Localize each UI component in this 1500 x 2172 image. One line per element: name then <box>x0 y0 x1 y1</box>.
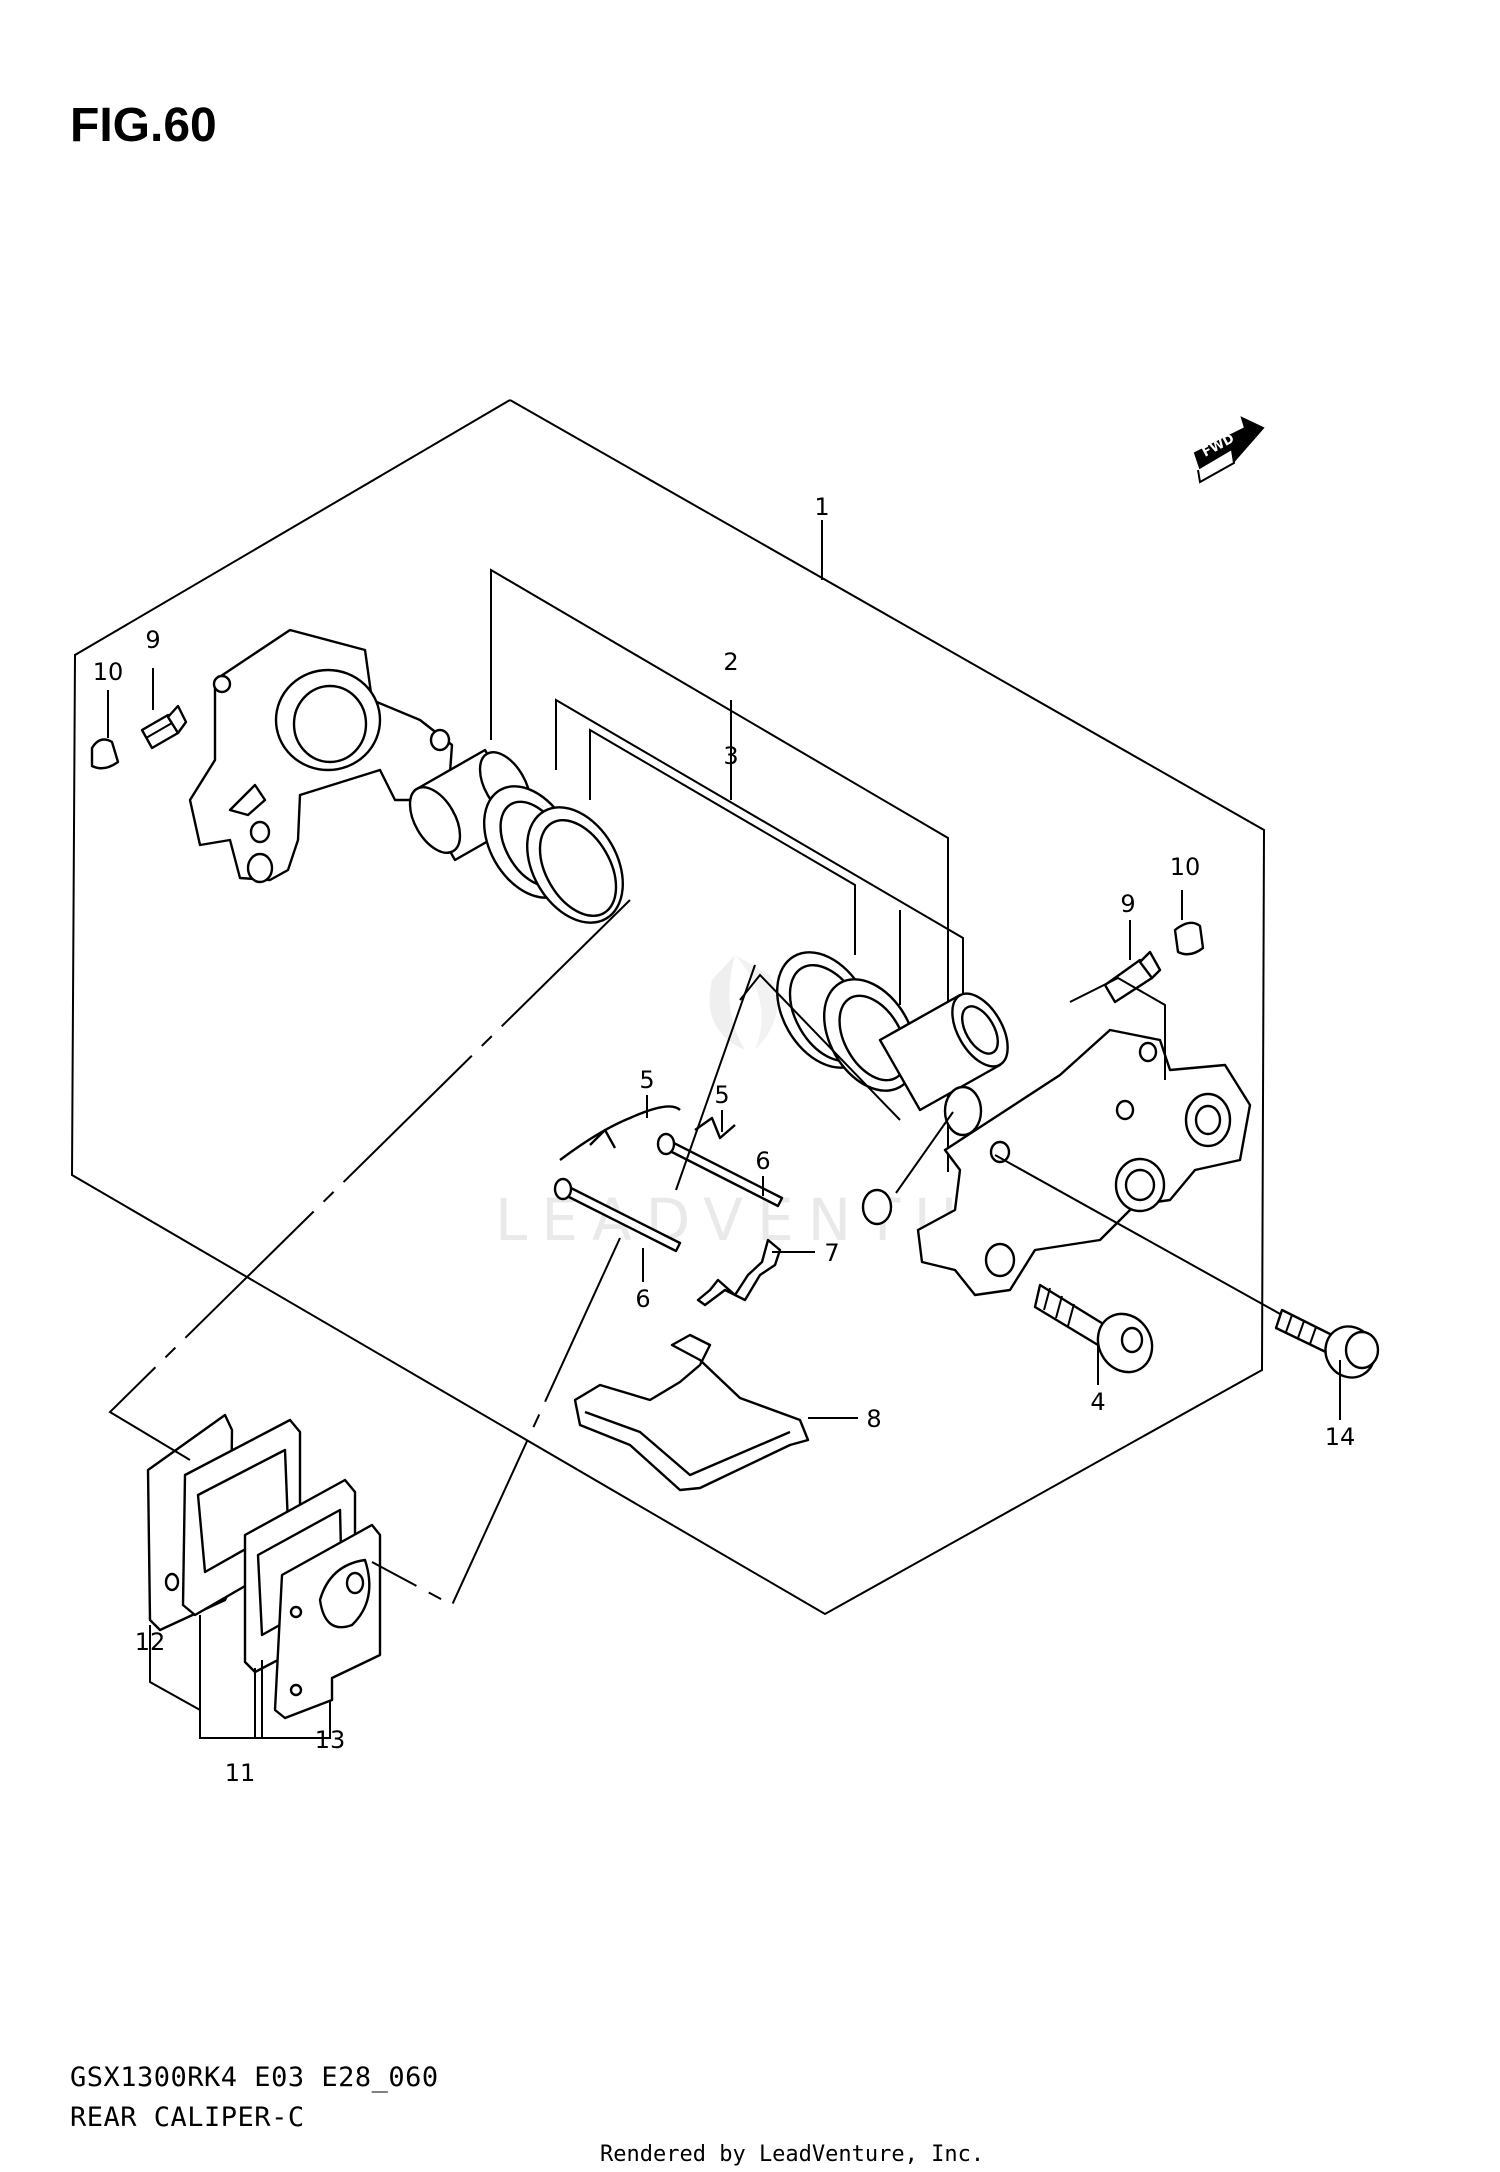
alignment-line-upper <box>108 899 631 1461</box>
axis-line-14 <box>994 1154 1283 1316</box>
callout-3: 3 <box>723 742 738 770</box>
bleeder-cap-right <box>1173 921 1205 956</box>
alignment-line-clip <box>675 964 756 1191</box>
pad-shim-13 <box>273 1523 382 1720</box>
pad-pin-lower <box>553 1177 682 1253</box>
leader-group-11-12-13 <box>149 1625 331 1739</box>
alignment-line-lower <box>371 1237 621 1607</box>
callout-5a: 5 <box>639 1066 654 1094</box>
callout-8: 8 <box>866 1405 881 1433</box>
bolt-14 <box>1274 1308 1380 1379</box>
callout-13: 13 <box>315 1726 346 1754</box>
pad-pin-upper <box>656 1132 784 1208</box>
section-name: REAR CALIPER-C <box>70 2102 305 2133</box>
leader-washer <box>895 1111 954 1194</box>
fwd-arrow-icon: FWD <box>1193 416 1265 484</box>
bleeder-cap-left <box>90 738 120 770</box>
pad-clip-right <box>694 1116 736 1140</box>
callout-12: 12 <box>135 1628 166 1656</box>
callout-4: 4 <box>1090 1388 1105 1416</box>
callout-9-left: 9 <box>145 626 160 654</box>
pad-spring-7 <box>696 1238 782 1307</box>
caliper-bolt-4 <box>1033 1283 1154 1374</box>
callout-6a: 6 <box>755 1147 770 1175</box>
caliper-body-right <box>916 1028 1252 1297</box>
callout-10-left: 10 <box>93 658 124 686</box>
model-code: GSX1300RK4 E03 E28_060 <box>70 2062 439 2093</box>
piston-right <box>878 992 1009 1112</box>
assembly-outline-1 <box>70 399 1266 1616</box>
pad-clip-left <box>559 1105 681 1161</box>
caliper-body-left <box>188 628 454 884</box>
callout-1: 1 <box>814 493 829 521</box>
bracket-line-3a <box>589 728 856 955</box>
pad-clip-left-hook <box>589 1128 617 1149</box>
washer <box>861 1188 893 1226</box>
bracket-line-9-right <box>1069 976 1166 1080</box>
callout-10-right: 10 <box>1170 853 1201 881</box>
bleeder-valve-left <box>140 704 188 750</box>
callout-11: 11 <box>225 1759 256 1787</box>
bleeder-valve-right <box>1103 950 1162 1004</box>
pad-shim-plate-8 <box>573 1333 810 1492</box>
figure-title: FIG.60 <box>70 99 217 152</box>
rendered-by-credit: Rendered by LeadVenture, Inc. <box>600 2142 985 2167</box>
callout-14: 14 <box>1325 1423 1356 1451</box>
callout-9-right: 9 <box>1120 890 1135 918</box>
dust-seal-left <box>526 806 624 924</box>
callout-6b: 6 <box>635 1285 650 1313</box>
callout-7: 7 <box>824 1239 839 1267</box>
callout-2: 2 <box>723 648 738 676</box>
callout-5b: 5 <box>714 1081 729 1109</box>
